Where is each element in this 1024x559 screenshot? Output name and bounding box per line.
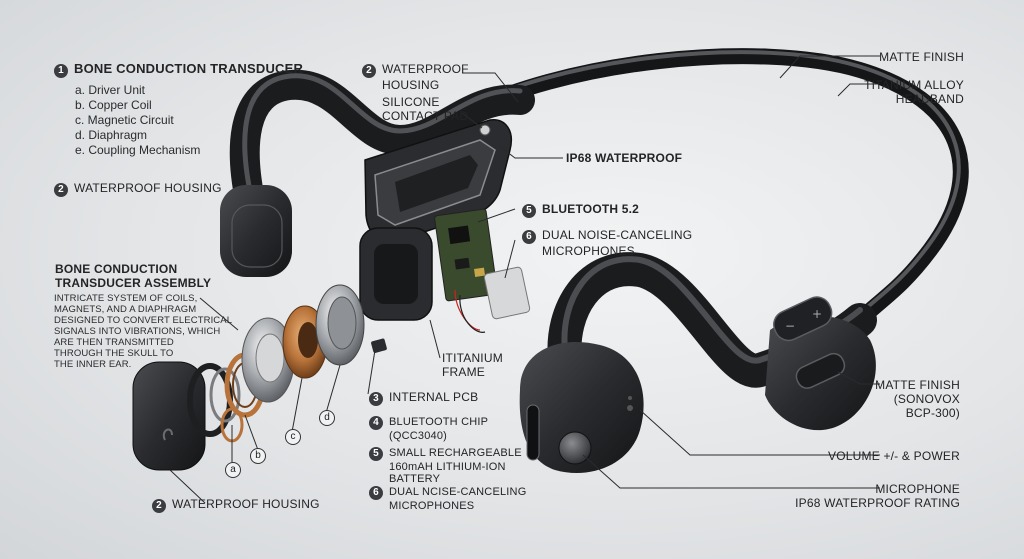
titanium-headband-label: TITANIUM ALLOY HEADBAND xyxy=(864,78,964,106)
part-e: e. Coupling Mechanism xyxy=(75,143,201,157)
silicone-pad-label: SILICONE CONTACT PAD xyxy=(382,95,469,123)
control-pod: − + xyxy=(765,296,876,431)
bluetooth-chip xyxy=(448,225,471,245)
letter-b: b xyxy=(250,448,266,464)
volume-power-label: VOLUME +/- & POWER xyxy=(828,449,960,463)
internal-pcb xyxy=(434,208,498,302)
letter-c: c xyxy=(285,429,301,445)
part-a: a. Driver Unit xyxy=(75,83,146,97)
transducer-assembly xyxy=(132,284,387,471)
microphone-icon xyxy=(558,431,592,465)
assembly-title: BONE CONDUCTION TRANSDUCER ASSEMBLY xyxy=(55,262,212,290)
matte-finish-label: MATTE FINISH xyxy=(879,50,964,64)
part-d: d. Diaphragm xyxy=(75,128,148,142)
matte-finish-model-label: MATTE FINISH (SONOVOX BCP-300) xyxy=(875,378,960,420)
microphone-label: MICROPHONE IP68 WATERPROOF RATING xyxy=(795,482,960,510)
volume-plus-mark: + xyxy=(812,307,822,321)
right-transducer-pod xyxy=(519,342,644,474)
silicone-contact-pad xyxy=(479,124,491,136)
callout-number: 1 xyxy=(54,64,68,78)
titanium-headband xyxy=(447,48,969,328)
left-ear-hook xyxy=(229,69,535,215)
left-rear-pod xyxy=(220,185,292,277)
part-b: b. Copper Coil xyxy=(75,98,152,112)
letter-a: a xyxy=(225,462,241,478)
titanium-frame xyxy=(359,227,433,321)
ip68-label: IP68 WATERPROOF xyxy=(566,151,683,165)
titanium-frame-label: ITITANIUM FRAME xyxy=(442,351,503,379)
battery xyxy=(454,266,531,333)
assembly-description: INTRICATE SYSTEM OF COILS, MAGNETS, AND … xyxy=(54,293,233,370)
volume-minus-mark: − xyxy=(785,319,795,333)
part-c: c. Magnetic Circuit xyxy=(75,113,174,127)
leader-lines xyxy=(169,55,880,504)
letter-d: d xyxy=(319,410,335,426)
